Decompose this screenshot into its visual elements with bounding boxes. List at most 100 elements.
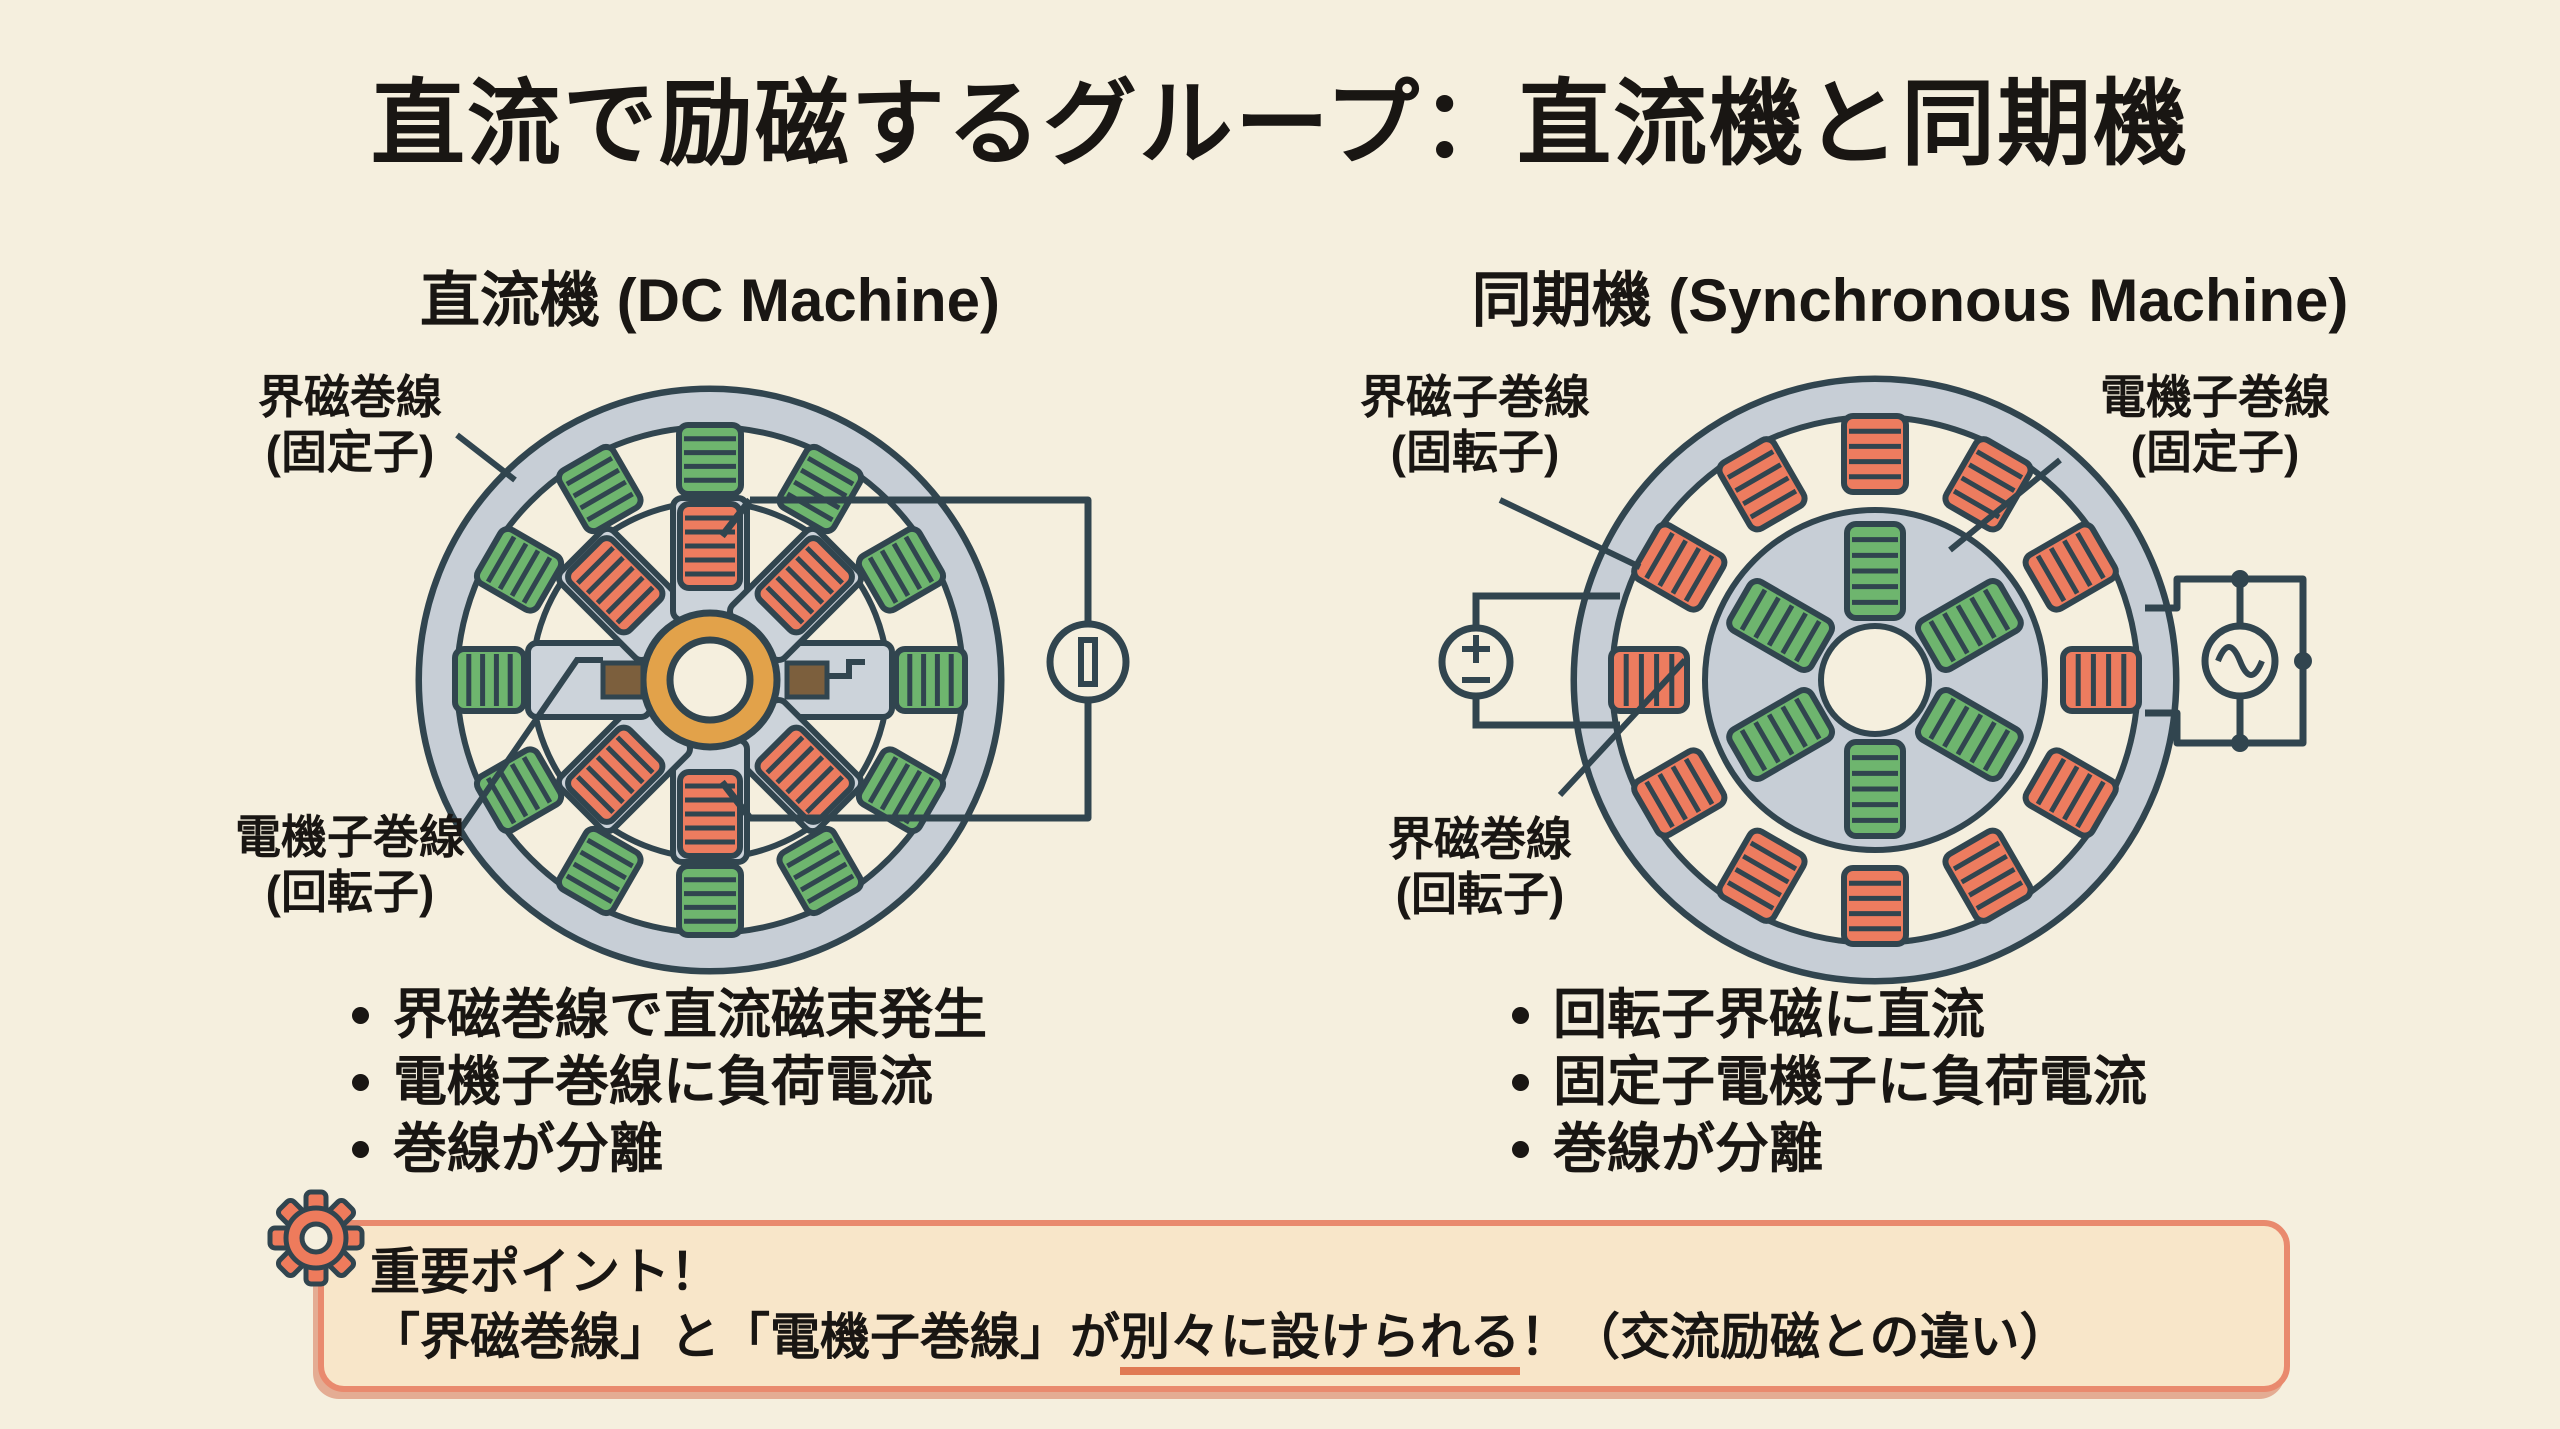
bullet-text: 回転子界磁に直流 [1553,985,1985,1045]
label-sync-field-winding-bottom: 界磁巻線 (回転子) [1335,812,1625,922]
bullet-dot-icon [1512,1007,1529,1024]
sine-wave-icon [2215,644,2265,678]
field-coil [1726,687,1836,782]
leader-armature-label [1948,457,2062,553]
field-coil [473,525,565,614]
field-coil [1726,578,1836,673]
field-coil [452,646,527,714]
bullet-text: 界磁巻線で直流磁束発生 [393,985,987,1045]
key-point-title: 重要ポイント！ [370,1244,720,1300]
dc-machine-bullet-list: 界磁巻線で直流磁束発生 電機子巻線に負荷電流 巻線が分離 [352,982,987,1183]
field-coil [1914,578,2024,673]
list-item: 巻線が分離 [1512,1116,2147,1183]
dc-machine-diagram [415,385,1130,975]
armature-coil [1942,827,2034,924]
label-line: 界磁巻線 [258,371,442,423]
label-line: 界磁巻線 [1388,813,1572,865]
field-coil [1844,521,1906,621]
field-coil [676,422,744,497]
field-coil [1914,687,2024,782]
armature-coil [677,501,743,591]
armature-coil [677,769,743,859]
list-item: 固定子電機子に負荷電流 [1512,1049,2147,1116]
armature-coil [1631,521,1728,613]
label-dc-armature-winding: 電機子巻線 (回転子) [205,810,495,920]
armature-coil [754,535,855,636]
armature-coil [1608,646,1690,714]
load-symbol [1046,620,1130,704]
bullet-dot-icon [352,1141,369,1158]
field-coil [555,825,644,917]
armature-coil [1841,865,1909,947]
bullet-dot-icon [1512,1141,1529,1158]
label-line: 界磁子巻線 [1360,371,1590,423]
key-point-body: 「界磁巻線」と「電機子巻線」が別々に設けられる！（交流励磁との違い） [370,1306,2254,1375]
dc-plus-icon [1462,635,1490,663]
bullet-text: 固定子電機子に負荷電流 [1553,1052,2147,1112]
dc-excitation-wire [1472,592,1620,729]
armature-circuit-wire [719,496,1092,822]
bullet-text: 電機子巻線に負荷電流 [393,1052,933,1112]
stator-ring [1577,382,2173,978]
armature-coil [2022,521,2119,613]
bullet-text: 巻線が分離 [1553,1119,1823,1179]
sync-field-coils [1726,521,2024,839]
label-line: 電機子巻線 [2100,371,2330,423]
leader-field-top-label [1498,497,1642,570]
junction-dot [2294,652,2312,670]
leader-field-label [455,432,517,483]
armature-coil [754,724,855,825]
shaft-hole [1818,623,1932,737]
armature-coil [2060,646,2142,714]
stator-outer-edge [1570,375,2180,985]
sync-armature-coils [1608,413,2142,947]
label-sync-armature-winding: 電機子巻線 (固定子) [2065,370,2365,480]
label-line: (固転子) [1390,426,1560,478]
brush-left [600,660,646,700]
armature-coil [1942,436,2034,533]
field-coil [555,443,644,535]
sync-machine-bullet-list: 回転子界磁に直流 固定子電機子に負荷電流 巻線が分離 [1512,982,2147,1183]
field-coil [676,863,744,938]
label-dc-field-winding: 界磁巻線 (固定子) [225,370,475,480]
brush-right-wire [827,659,865,679]
field-coil [893,646,968,714]
key-point-underlined-text: 別々に設けられる [1120,1309,1520,1375]
bullet-text: 巻線が分離 [393,1119,663,1179]
bullet-dot-icon [352,1074,369,1091]
gear-icon [267,1189,365,1287]
armature-coil [1716,827,1808,924]
label-line: (固定子) [265,426,435,478]
label-line: 電機子巻線 [235,811,465,863]
armature-coil [565,724,666,825]
page-title: 直流で励磁するグループ：直流機と同期機 [370,71,2190,176]
heading-synchronous-machine: 同期機 (Synchronous Machine) [1471,267,2349,334]
load-element-icon [1078,637,1098,687]
field-coil [1844,739,1906,839]
bullet-dot-icon [1512,1074,1529,1091]
synchronous-machine-diagram [1438,375,2312,985]
key-point-text: 「界磁巻線」と「電機子巻線」が [370,1309,1120,1365]
label-line: (回転子) [1395,868,1565,920]
label-line: (固定子) [2130,426,2300,478]
junction-dot [2231,570,2249,588]
armature-coil [1841,413,1909,495]
armature-coil [1716,436,1808,533]
key-point-text: ！（交流励磁との違い） [1520,1309,2070,1365]
stator-outer-edge [415,385,1005,975]
heading-dc-machine: 直流機 (DC Machine) [419,267,1001,334]
brush-right [784,660,830,700]
list-item: 界磁巻線で直流磁束発生 [352,982,987,1049]
dc-armature-coils [565,501,855,859]
shaft-hole [666,636,754,724]
label-line: (回転子) [265,866,435,918]
armature-coil [565,535,666,636]
list-item: 電機子巻線に負荷電流 [352,1049,987,1116]
leader-armature-label [457,657,603,832]
junction-dot [2231,734,2249,752]
bullet-dot-icon [352,1007,369,1024]
field-coil [776,825,865,917]
stator-ring [422,392,998,968]
list-item: 回転子界磁に直流 [1512,982,2147,1049]
armature-coil [1631,747,1728,839]
